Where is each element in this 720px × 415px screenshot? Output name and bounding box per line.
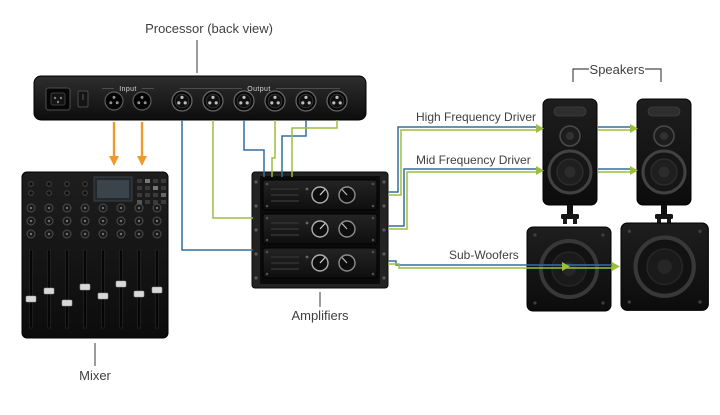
sub-arrow-icon xyxy=(562,262,570,271)
speaker-right xyxy=(635,97,693,224)
callout-labels: Processor (back view) Speakers High Freq… xyxy=(79,21,662,383)
xlr-output-icon xyxy=(202,90,224,112)
xlr-output-icon xyxy=(171,90,193,112)
amp-unit-3 xyxy=(262,247,378,279)
xlr-input-icon xyxy=(132,91,152,111)
speakers-bracket-right xyxy=(645,68,662,82)
mixer-button-grid xyxy=(137,179,166,204)
mixer-top-jacks xyxy=(28,181,88,196)
xlr-output-icon xyxy=(295,90,317,112)
xlr-output-icon xyxy=(326,90,348,112)
processor-callout-label: Processor (back view) xyxy=(145,21,273,36)
speaker-stand-icon xyxy=(561,205,579,224)
mixer-callout-label: Mixer xyxy=(79,368,111,383)
mf-arrow-icon xyxy=(630,166,638,175)
speaker-stand-icon xyxy=(655,205,673,224)
amp-to-speaker-wires xyxy=(388,124,638,271)
amp-unit-1 xyxy=(262,179,378,211)
xlr-output-icon xyxy=(264,90,286,112)
processor-to-amp-wires xyxy=(181,120,338,251)
mf-arrow-icon xyxy=(536,166,544,175)
high-frequency-label: High Frequency Driver xyxy=(416,110,536,124)
power-switch-icon xyxy=(77,90,89,108)
subwoofer-right xyxy=(621,223,708,310)
speakers-callout-label: Speakers xyxy=(590,62,645,77)
hf-arrow-icon xyxy=(630,124,638,133)
mixer-to-processor-arrows xyxy=(109,122,147,166)
processor-input-label: Input xyxy=(119,86,137,93)
amplifier-rack xyxy=(251,171,389,289)
amplifiers-callout-label: Amplifiers xyxy=(291,308,349,323)
xlr-output-icon xyxy=(233,90,255,112)
sub-arrow-icon xyxy=(612,262,620,271)
processor-output-label: Output xyxy=(247,86,270,93)
amp-unit-2 xyxy=(262,213,378,245)
power-inlet-icon xyxy=(45,87,71,111)
speaker-left xyxy=(541,97,599,224)
mid-frequency-label: Mid Frequency Driver xyxy=(416,153,531,167)
rack-screws xyxy=(254,180,386,280)
subwoofer-left xyxy=(525,225,613,313)
hf-arrow-icon xyxy=(536,124,544,133)
sub-woofers-label: Sub-Woofers xyxy=(449,248,519,262)
mixer-screen xyxy=(93,176,133,202)
mixer-device xyxy=(21,171,169,339)
xlr-input-icon xyxy=(104,91,124,111)
orange-arrow-icon xyxy=(109,156,119,166)
processor-device: Input Output xyxy=(33,75,367,121)
orange-arrow-icon xyxy=(137,156,147,166)
mixer-fader-caps xyxy=(25,280,163,307)
speakers-bracket-left xyxy=(572,68,589,82)
